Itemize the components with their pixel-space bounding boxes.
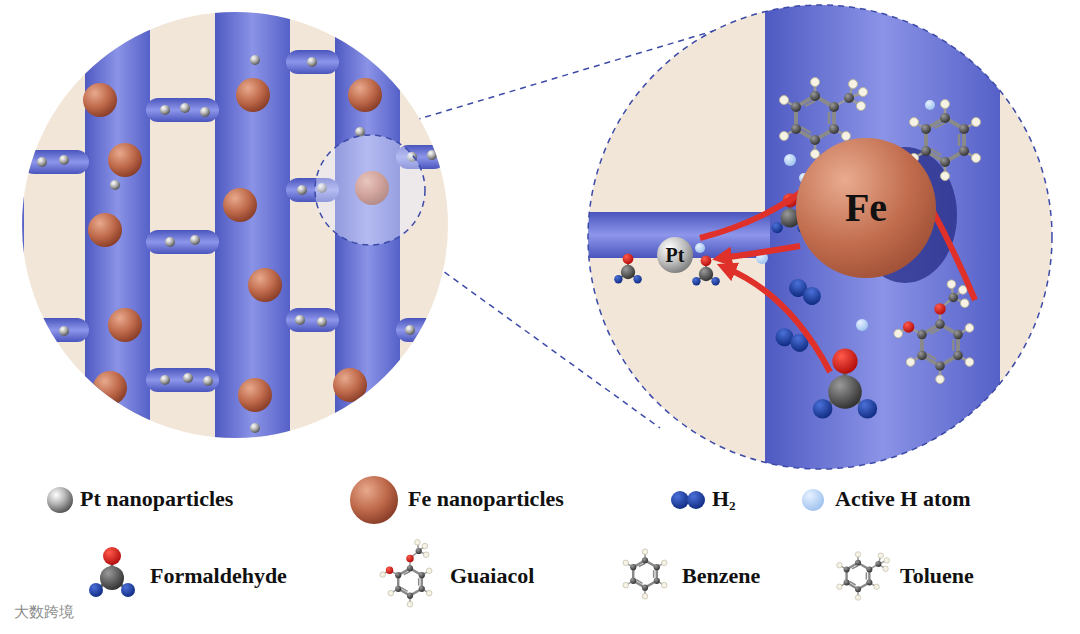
legend-text: Pt nanoparticles [80,486,233,512]
legend-text: Guaiacol [450,563,534,589]
watermark: 大数跨境 [14,603,74,622]
particle-label: Pt [666,245,685,265]
legend-text: Toluene [900,563,974,589]
pt-particle: Pt [657,237,693,273]
legend-icon [671,491,705,509]
pore-zoom [580,0,1060,480]
legend-icon [380,540,432,608]
particle-label: Fe [845,188,887,228]
legend-icon [89,547,135,597]
zoom-circle [588,5,1052,469]
legend-icon [802,489,824,511]
legend-text: Active H atom [835,486,971,512]
legend-icon [623,549,667,599]
legend-text: Fe nanoparticles [408,486,564,512]
legend-icon [837,552,890,601]
legend-text: H₂ [712,486,736,512]
legend-text: Formaldehyde [150,563,287,589]
legend-text: Benzene [682,563,760,589]
pore-overview [0,0,460,450]
legend-icon [350,476,398,524]
fe-particle: Fe [796,138,936,278]
legend-icon [47,487,73,513]
